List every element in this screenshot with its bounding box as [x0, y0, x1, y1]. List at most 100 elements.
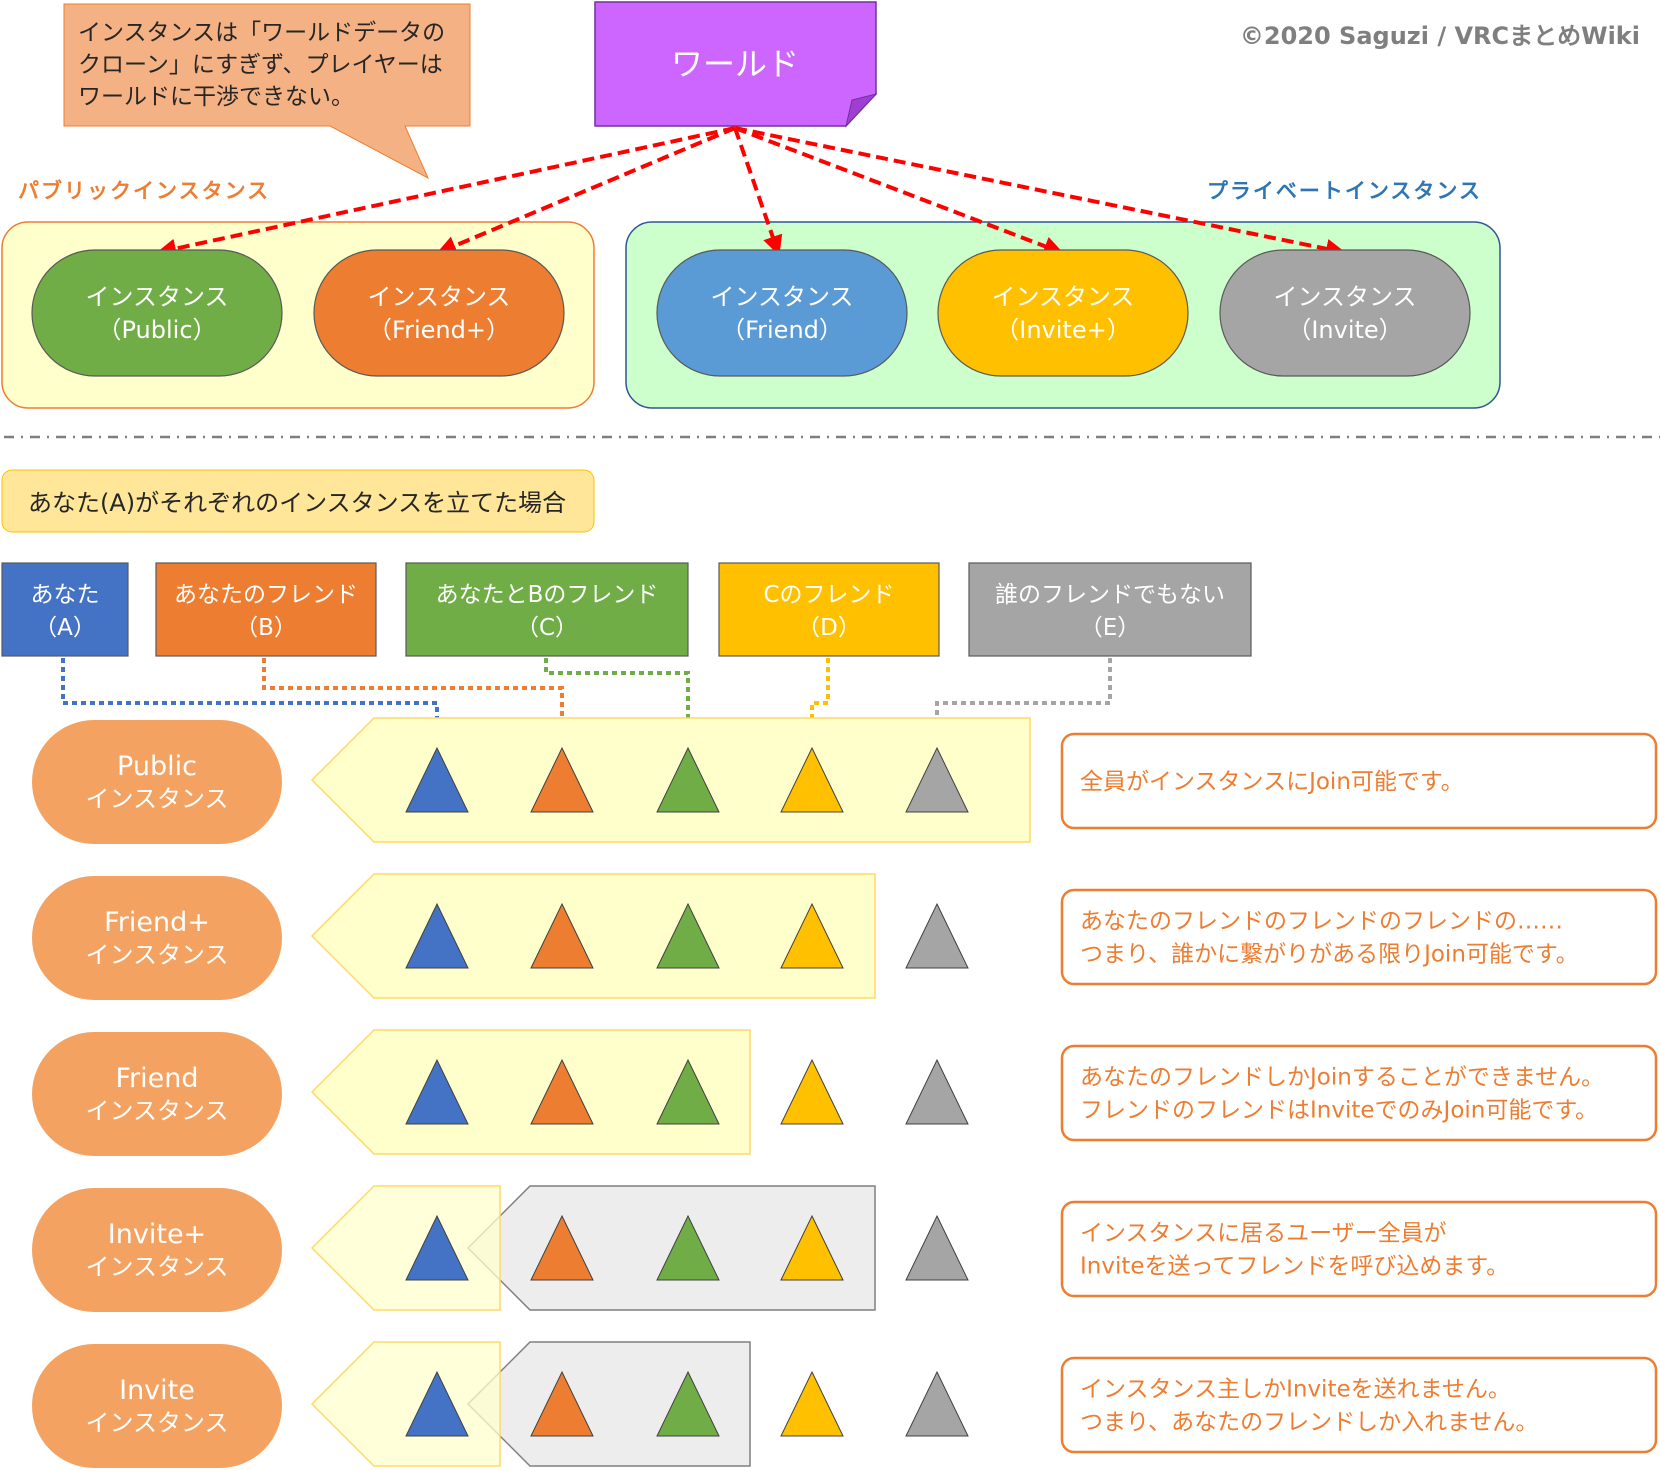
instance-pill-name: インスタンス: [1273, 283, 1416, 311]
row-title: Friend: [115, 1063, 198, 1094]
person-triangle-1: [530, 902, 594, 969]
person-triangle-1: [530, 746, 594, 813]
instance-pill-name: インスタンス: [85, 283, 228, 311]
scenario-label: あなた(A)がそれぞれのインスタンスを立てた場合: [28, 489, 566, 517]
person-box-shape: [405, 562, 689, 657]
public-group-label: パブリックインスタンス: [18, 179, 270, 203]
row-description-line: インスタンス主しかInviteを送れません。: [1080, 1377, 1511, 1403]
person-triangle-1: [530, 1058, 594, 1125]
callout-line-1: インスタンスは「ワールドデータの: [78, 20, 445, 46]
person-triangle-3: [780, 746, 844, 813]
row-pill: [32, 876, 282, 1000]
row-title: Public: [117, 751, 197, 782]
person-triangle-2: [656, 902, 720, 969]
row-subtitle: インスタンス: [85, 1097, 228, 1125]
person-box-3: Cのフレンド（D）: [718, 562, 940, 657]
instance-pill-2: インスタンス （Friend）: [656, 249, 908, 377]
instance-pill-type: （Public）: [97, 316, 216, 344]
person-triangle-4: [905, 1058, 969, 1125]
row-description-line: あなたのフレンドしかJoinすることができません。: [1080, 1065, 1604, 1091]
row-description-line: あなたのフレンドのフレンドのフレンドの……: [1080, 909, 1563, 935]
person-triangle-0: [405, 1214, 469, 1281]
instance-pill-0: インスタンス （Public）: [31, 249, 283, 377]
row-subtitle: インスタンス: [85, 1409, 228, 1437]
callout-box: インスタンスは「ワールドデータの クローン」にすぎず、プレイヤーは ワールドに干…: [63, 3, 471, 180]
row-title: Friend+: [104, 907, 210, 938]
arrow-world-friend: [733, 127, 783, 256]
row-pill: [32, 1032, 282, 1156]
person-triangle-1: [530, 1370, 594, 1437]
row-subtitle: インスタンス: [85, 785, 228, 813]
row-description-box: [1060, 1044, 1658, 1142]
instance-pill-type: （Friend+）: [368, 316, 510, 344]
instance-pill-4: インスタンス（Invite）: [1219, 249, 1471, 377]
person-name: あなたとBのフレンド: [436, 582, 659, 608]
access-row-2: FriendインスタンスあなたのフレンドしかJoinすることができません。フレン…: [32, 1029, 1658, 1156]
callout-line-2: クローン」にすぎず、プレイヤーは: [78, 52, 443, 78]
person-box-1: あなたのフレンド （B）: [155, 562, 377, 657]
instance-pill-type: （Friend）: [721, 316, 843, 344]
person-triangle-0: [405, 1370, 469, 1437]
arrow-world-public: [156, 126, 736, 259]
instance-pill-name: インスタンス: [991, 283, 1134, 311]
private-group-label: プライベートインスタンス: [1207, 179, 1482, 203]
person-triangle-2: [656, 1058, 720, 1125]
person-box-shape: [968, 562, 1252, 657]
person-triangle-1: [530, 1214, 594, 1281]
person-triangle-4: [905, 1370, 969, 1437]
instance-pill-type: （Invite+）: [995, 316, 1130, 344]
instance-pill-shape: [656, 249, 908, 377]
access-row-3: Invite+インスタンスインスタンスに居るユーザー全員がInviteを送ってフ…: [32, 1185, 1658, 1312]
instance-pill-shape: [1219, 249, 1471, 377]
instance-pill-shape: [937, 249, 1189, 377]
scenario-box: あなた(A)がそれぞれのインスタンスを立てた場合: [1, 469, 595, 533]
instance-pills: インスタンス （Public） インスタンス （Friend+） インスタンス （Frie…: [31, 249, 1471, 377]
person-triangle-3: [780, 1214, 844, 1281]
person-box-shape: [155, 562, 377, 657]
person-triangle-4: [905, 1214, 969, 1281]
person-triangle-0: [405, 902, 469, 969]
person-box-shape: [718, 562, 940, 657]
person-triangle-3: [780, 1370, 844, 1437]
copyright-text: ©2020 Saguzi / VRCまとめWiki: [1240, 22, 1640, 50]
person-id: （B）: [235, 615, 297, 641]
person-box-shape: [1, 562, 129, 657]
instance-pill-name: インスタンス: [367, 283, 510, 311]
access-row-4: Invite インスタンス インスタンス主しかInviteを送れません。つまり、あな…: [32, 1341, 1658, 1468]
row-pill: [32, 1344, 282, 1468]
person-triangle-4: [905, 902, 969, 969]
person-name: あなた: [31, 582, 100, 608]
row-title: Invite: [119, 1375, 195, 1406]
person-box-2: あなたとBのフレンド（C）: [405, 562, 689, 657]
join-zone: [310, 1341, 501, 1467]
person-triangle-3: [780, 1058, 844, 1125]
callout-line-3: ワールドに干渉できない。: [78, 84, 354, 110]
person-id: （E）: [1080, 615, 1141, 641]
people-boxes: あなた （A） あなたのフレンド （B） あなたとBのフレンド（C） Cのフレンド（D） 誰…: [1, 562, 1252, 657]
row-description-line: つまり、あなたのフレンドしか入れません。: [1080, 1410, 1538, 1436]
join-zone: [310, 873, 876, 999]
person-triangle-3: [780, 902, 844, 969]
arrow-world-invite: [734, 126, 1346, 259]
row-description-box: [1060, 1356, 1658, 1454]
world-box: ワールド: [594, 1, 878, 128]
row-subtitle: インスタンス: [85, 941, 228, 969]
row-description-line: Inviteを送ってフレンドを呼び込めます。: [1080, 1254, 1509, 1280]
instance-pill-shape: [31, 249, 283, 377]
person-id: （A）: [34, 615, 96, 641]
row-pill: [32, 720, 282, 844]
instance-pill-name: インスタンス: [710, 283, 853, 311]
join-zone: [310, 1185, 501, 1311]
person-triangle-2: [656, 1370, 720, 1437]
person-triangle-0: [405, 746, 469, 813]
instance-pill-1: インスタンス （Friend+）: [313, 249, 565, 377]
world-to-instance-arrows: [156, 126, 1346, 259]
instance-pill-3: インスタンス （Invite+）: [937, 249, 1189, 377]
join-zone: [310, 717, 1031, 843]
person-triangle-4: [905, 746, 969, 813]
row-description-line: インスタンスに居るユーザー全員が: [1080, 1221, 1447, 1247]
person-name: 誰のフレンドでもない: [995, 582, 1225, 608]
row-description-box: [1060, 1200, 1658, 1298]
person-name: あなたのフレンド: [174, 582, 358, 608]
